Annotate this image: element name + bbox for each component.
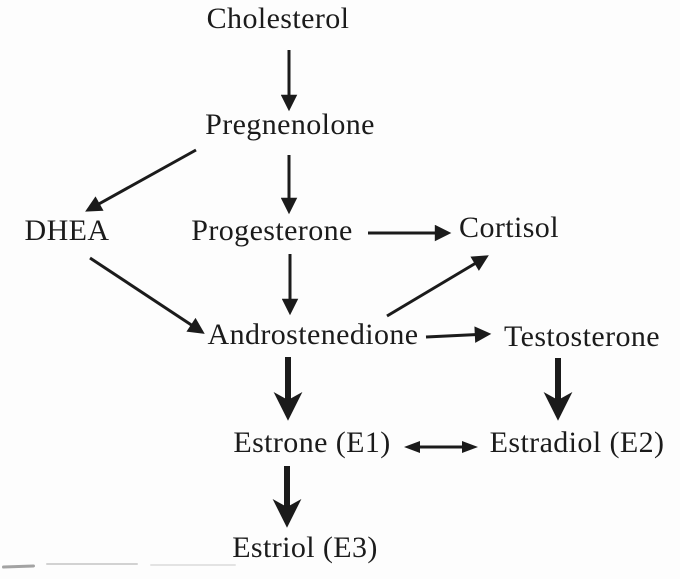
node-pregnenolone: Pregnenolone [205, 108, 375, 141]
node-progesterone: Progesterone [191, 214, 353, 247]
node-estriol: Estriol (E3) [232, 531, 378, 564]
node-cortisol: Cortisol [459, 211, 559, 244]
scan-artifact [150, 564, 236, 566]
arrow-dhea-to-androstenedione [89, 256, 205, 334]
double-arrow-right-head-icon [462, 441, 478, 453]
arrow-androstenedione-to-testosterone [425, 326, 492, 343]
arrow-estrone-estradiol-double [404, 441, 478, 453]
node-estradiol: Estradiol (E2) [489, 426, 665, 459]
node-testosterone: Testosterone [504, 320, 660, 353]
node-dhea: DHEA [24, 214, 110, 247]
arrow-pregnenolone-to-dhea [85, 148, 197, 212]
node-androstenedione: Androstenedione [207, 318, 419, 351]
node-cholesterol: Cholesterol [206, 2, 350, 35]
scan-artifact [46, 563, 138, 565]
double-arrow-left-head-icon [404, 441, 420, 453]
node-estrone: Estrone (E1) [233, 426, 391, 459]
arrow-androstenedione-to-cortisol [386, 255, 489, 318]
